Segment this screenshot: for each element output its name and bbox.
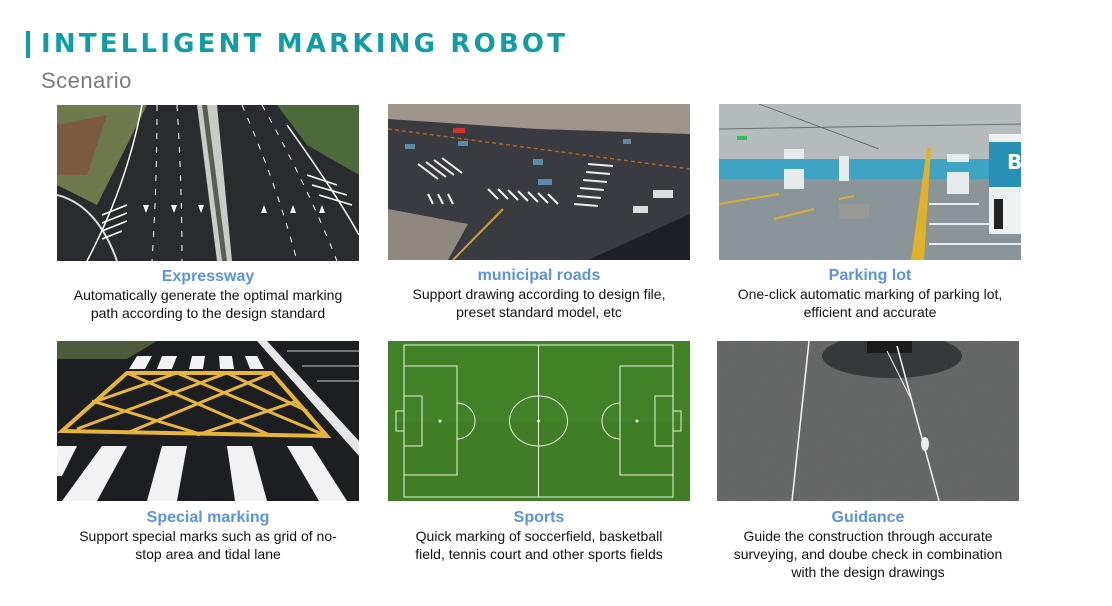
scenario-description: Quick marking of soccerfield, basketball…: [388, 527, 690, 563]
scenario-label: municipal roads: [477, 267, 601, 284]
description-line: preset standard model, etc: [456, 304, 622, 320]
page-title: INTELLIGENT MARKING ROBOT: [41, 29, 569, 59]
description-line: efficient and accurate: [803, 304, 937, 320]
description-line: Support special marks such as grid of no…: [79, 528, 337, 544]
yellow-grid-box-junction-photo: [57, 341, 359, 501]
description-line: One-click automatic marking of parking l…: [737, 286, 1003, 302]
scenario-card-sports: Sports Quick marking of soccerfield, bas…: [388, 341, 690, 563]
title-accent-bar: [26, 31, 30, 58]
scenario-card-expressway: Expressway Automatically generate the op…: [57, 105, 359, 322]
municipal-intersection-photo: [388, 104, 690, 260]
scenario-label: Parking lot: [828, 267, 912, 284]
description-line: with the design drawings: [791, 564, 945, 580]
description-line: field, tennis court and other sports fie…: [415, 546, 663, 562]
scenario-description: Support special marks such as grid of no…: [57, 527, 359, 563]
expressway-photo: [57, 105, 359, 261]
description-line: Support drawing according to design file…: [412, 286, 666, 302]
description-line: surveying, and doube check in combinatio…: [733, 546, 1003, 562]
scenario-label: Special marking: [146, 509, 270, 526]
soccer-field-photo: [388, 341, 690, 501]
description-line: Automatically generate the optimal marki…: [73, 287, 343, 303]
scenario-description: Automatically generate the optimal marki…: [57, 286, 359, 322]
scenario-label: Expressway: [161, 268, 255, 285]
scenario-description: Guide the construction through accurate …: [717, 527, 1019, 581]
underground-parking-photo: B: [719, 104, 1021, 260]
page-subtitle: Scenario: [41, 68, 132, 93]
description-line: path according to the design standard: [90, 305, 326, 321]
svg-text:B: B: [1007, 150, 1021, 174]
description-line: Quick marking of soccerfield, basketball: [415, 528, 663, 544]
scenario-label: Sports: [513, 509, 565, 526]
description-line: Guide the construction through accurate: [743, 528, 993, 544]
scenario-card-guidance: Guidance Guide the construction through …: [717, 341, 1019, 581]
scenario-card-parking-lot: B Parking lot One-click automatic markin…: [719, 104, 1021, 321]
description-line: stop area and tidal lane: [135, 546, 281, 562]
scenario-card-special-marking: Special marking Support special marks su…: [57, 341, 359, 563]
scenario-description: Support drawing according to design file…: [388, 285, 690, 321]
scenario-description: One-click automatic marking of parking l…: [719, 285, 1021, 321]
scenario-card-municipal-roads: municipal roads Support drawing accordin…: [388, 104, 690, 321]
scenario-label: Guidance: [831, 509, 905, 526]
guidance-line-asphalt-photo: [717, 341, 1019, 501]
